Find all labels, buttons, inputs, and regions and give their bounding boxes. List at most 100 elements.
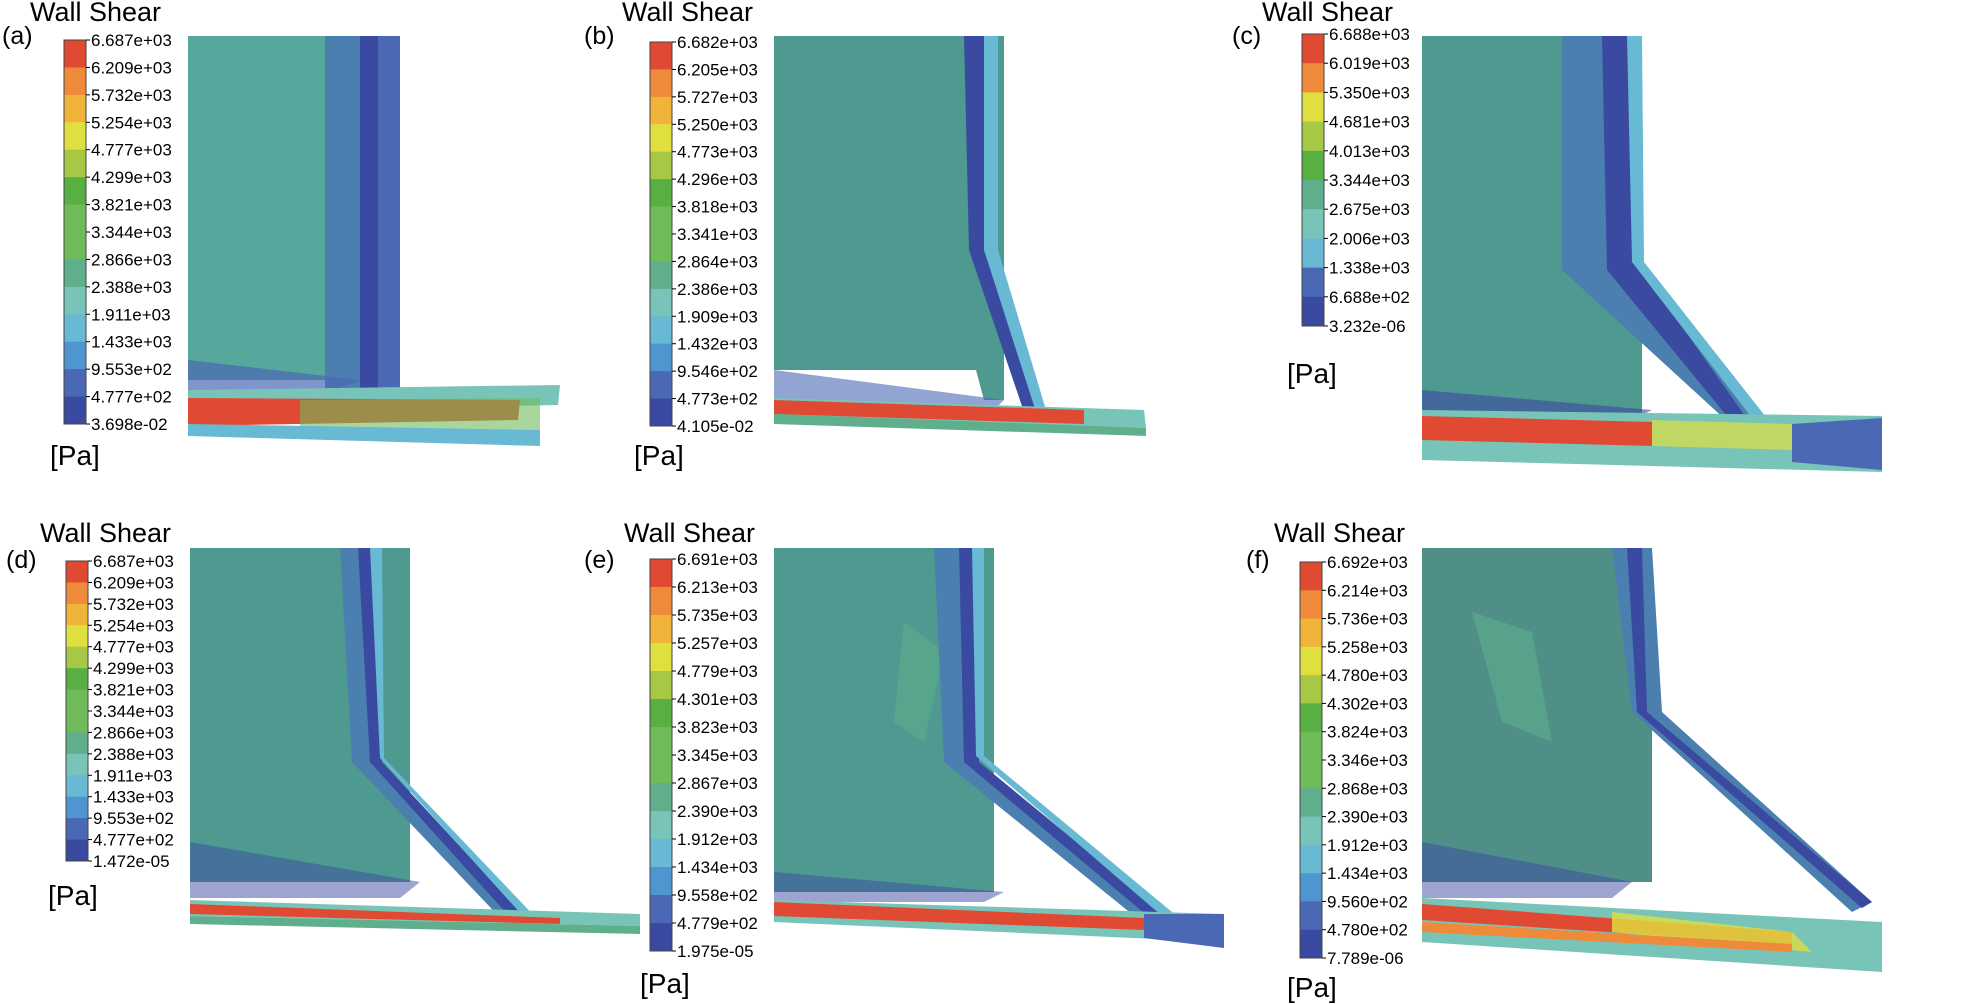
- colorbar-tick-label: 1.433e+03: [93, 788, 174, 807]
- colorbar: 6.682e+03 6.205e+03 5.727e+03 5.250e+03 4.77…: [649, 33, 758, 436]
- colorbar-band: [66, 818, 88, 841]
- colorbar-tick-label: 5.732e+03: [91, 86, 172, 105]
- colorbar-tick-label: 2.388e+03: [93, 745, 174, 764]
- colorbar-tick-label: 5.727e+03: [677, 88, 758, 107]
- panel-letter: (c): [1232, 22, 1262, 50]
- colorbar-tick-label: 4.013e+03: [1329, 142, 1410, 161]
- colorbar-band: [650, 867, 672, 896]
- colorbar-tick-label: 2.866e+03: [93, 723, 174, 742]
- colorbar-band: [650, 42, 672, 70]
- colorbar-tick-label: 4.777e+03: [91, 141, 172, 160]
- colorbar-tick-label: 5.250e+03: [677, 115, 758, 134]
- colorbar-tick-label: 9.560e+02: [1327, 892, 1408, 911]
- colorbar-band: [1302, 267, 1324, 298]
- colorbar-tick-label: 2.867e+03: [677, 774, 758, 793]
- colorbar-tick-label: 1.434e+03: [1327, 864, 1408, 883]
- colorbar-tick-label: 3.818e+03: [677, 198, 758, 217]
- colorbar-band: [66, 732, 88, 755]
- colorbar-tick-label: 5.254e+03: [91, 113, 172, 132]
- colorbar-band: [1300, 929, 1322, 959]
- colorbar-tick-label: 5.736e+03: [1327, 610, 1408, 629]
- colorbar-band: [650, 206, 672, 235]
- colorbar-band: [650, 151, 672, 180]
- colorbar-band: [1302, 180, 1324, 210]
- colorbar-band: [1300, 873, 1322, 902]
- colorbar-tick-label: 4.773e+03: [677, 143, 758, 162]
- panel-title: Wall Shear: [622, 0, 754, 27]
- colorbar-tick-label: 1.912e+03: [677, 830, 758, 849]
- colorbar-tick-label: 4.777e+03: [93, 638, 174, 657]
- colorbar-band: [650, 839, 672, 868]
- colorbar-tick-label: 1.434e+03: [677, 858, 758, 877]
- colorbar-tick-label: 4.780e+03: [1327, 666, 1408, 685]
- colorbar-band: [64, 204, 86, 233]
- colorbar-band: [650, 811, 672, 840]
- colorbar-tick-label: 4.299e+03: [93, 659, 174, 678]
- colorbar-band: [1300, 562, 1322, 591]
- colorbar-band: [650, 559, 672, 588]
- colorbar-band: [66, 561, 88, 583]
- colorbar-tick-label: 4.779e+02: [677, 914, 758, 933]
- wall-shear-contour: [774, 36, 1146, 436]
- colorbar-tick-label: 9.553e+02: [93, 809, 174, 828]
- colorbar: 6.691e+036.213e+035.735e+035.257e+034.77…: [649, 550, 758, 961]
- colorbar: 6.692e+036.214e+035.736e+035.258e+034.78…: [1299, 553, 1408, 968]
- colorbar-band: [650, 288, 672, 317]
- colorbar-band: [64, 177, 86, 206]
- colorbar-band: [1300, 816, 1322, 846]
- colorbar-band: [650, 615, 672, 644]
- colorbar-tick-label: 3.344e+03: [93, 702, 174, 721]
- colorbar-tick-label: 9.546e+02: [677, 362, 758, 381]
- colorbar-band: [650, 643, 672, 672]
- colorbar-tick-label: 6.209e+03: [91, 58, 172, 77]
- colorbar-tick-label: 4.773e+02: [677, 390, 758, 409]
- colorbar-tick-label: 6.682e+03: [677, 33, 758, 52]
- colorbar-band: [650, 587, 672, 616]
- colorbar-tick-label: 3.823e+03: [677, 718, 758, 737]
- colorbar-tick-label: 5.254e+03: [93, 616, 174, 635]
- colorbar-tick-label: 6.214e+03: [1327, 581, 1408, 600]
- colorbar-band: [64, 341, 86, 370]
- colorbar: 6.688e+036.019e+035.350e+034.681e+034.01…: [1301, 25, 1410, 336]
- colorbar-band: [650, 343, 672, 372]
- colorbar-band: [650, 316, 672, 345]
- colorbar-band: [650, 671, 672, 700]
- colorbar-tick-label: 2.864e+03: [677, 252, 758, 271]
- colorbar-band: [64, 149, 86, 178]
- colorbar-tick-label: 6.205e+03: [677, 60, 758, 79]
- colorbar-band: [650, 727, 672, 756]
- panel-title: Wall Shear: [624, 518, 756, 548]
- colorbar-tick-label: 1.433e+03: [91, 333, 172, 352]
- colorbar-band: [1302, 63, 1324, 93]
- colorbar-tick-label: 4.105e-02: [677, 417, 754, 436]
- colorbar-band: [64, 122, 86, 151]
- colorbar-tick-label: 5.732e+03: [93, 595, 174, 614]
- colorbar-band: [64, 314, 86, 343]
- wall-shear-contour: [1422, 548, 1882, 972]
- colorbar-band: [1302, 92, 1324, 123]
- colorbar-tick-label: 4.299e+03: [91, 168, 172, 187]
- colorbar-tick-label: 3.232e-06: [1329, 317, 1406, 336]
- colorbar-band: [1302, 238, 1324, 269]
- colorbar-tick-label: 4.777e+02: [91, 388, 172, 407]
- colorbar-band: [1300, 646, 1322, 676]
- colorbar-band: [1300, 731, 1322, 761]
- colorbar-tick-label: 2.866e+03: [91, 250, 172, 269]
- colorbar: 6.687e+036.209e+035.732e+035.254e+034.77…: [63, 31, 172, 434]
- colorbar-band: [66, 646, 88, 669]
- colorbar-tick-label: 2.390e+03: [1327, 808, 1408, 827]
- panel-letter: (d): [6, 546, 37, 574]
- colorbar-band: [650, 755, 672, 784]
- colorbar-band: [650, 923, 672, 952]
- unit-label: [Pa]: [1287, 972, 1337, 1003]
- colorbar-tick-label: 1.909e+03: [677, 307, 758, 326]
- colorbar-band: [64, 286, 86, 315]
- colorbar-band: [1302, 209, 1324, 239]
- panel-letter: (b): [584, 22, 615, 50]
- colorbar-tick-label: 2.386e+03: [677, 280, 758, 299]
- colorbar-tick-label: 2.390e+03: [677, 802, 758, 821]
- colorbar-band: [64, 232, 86, 260]
